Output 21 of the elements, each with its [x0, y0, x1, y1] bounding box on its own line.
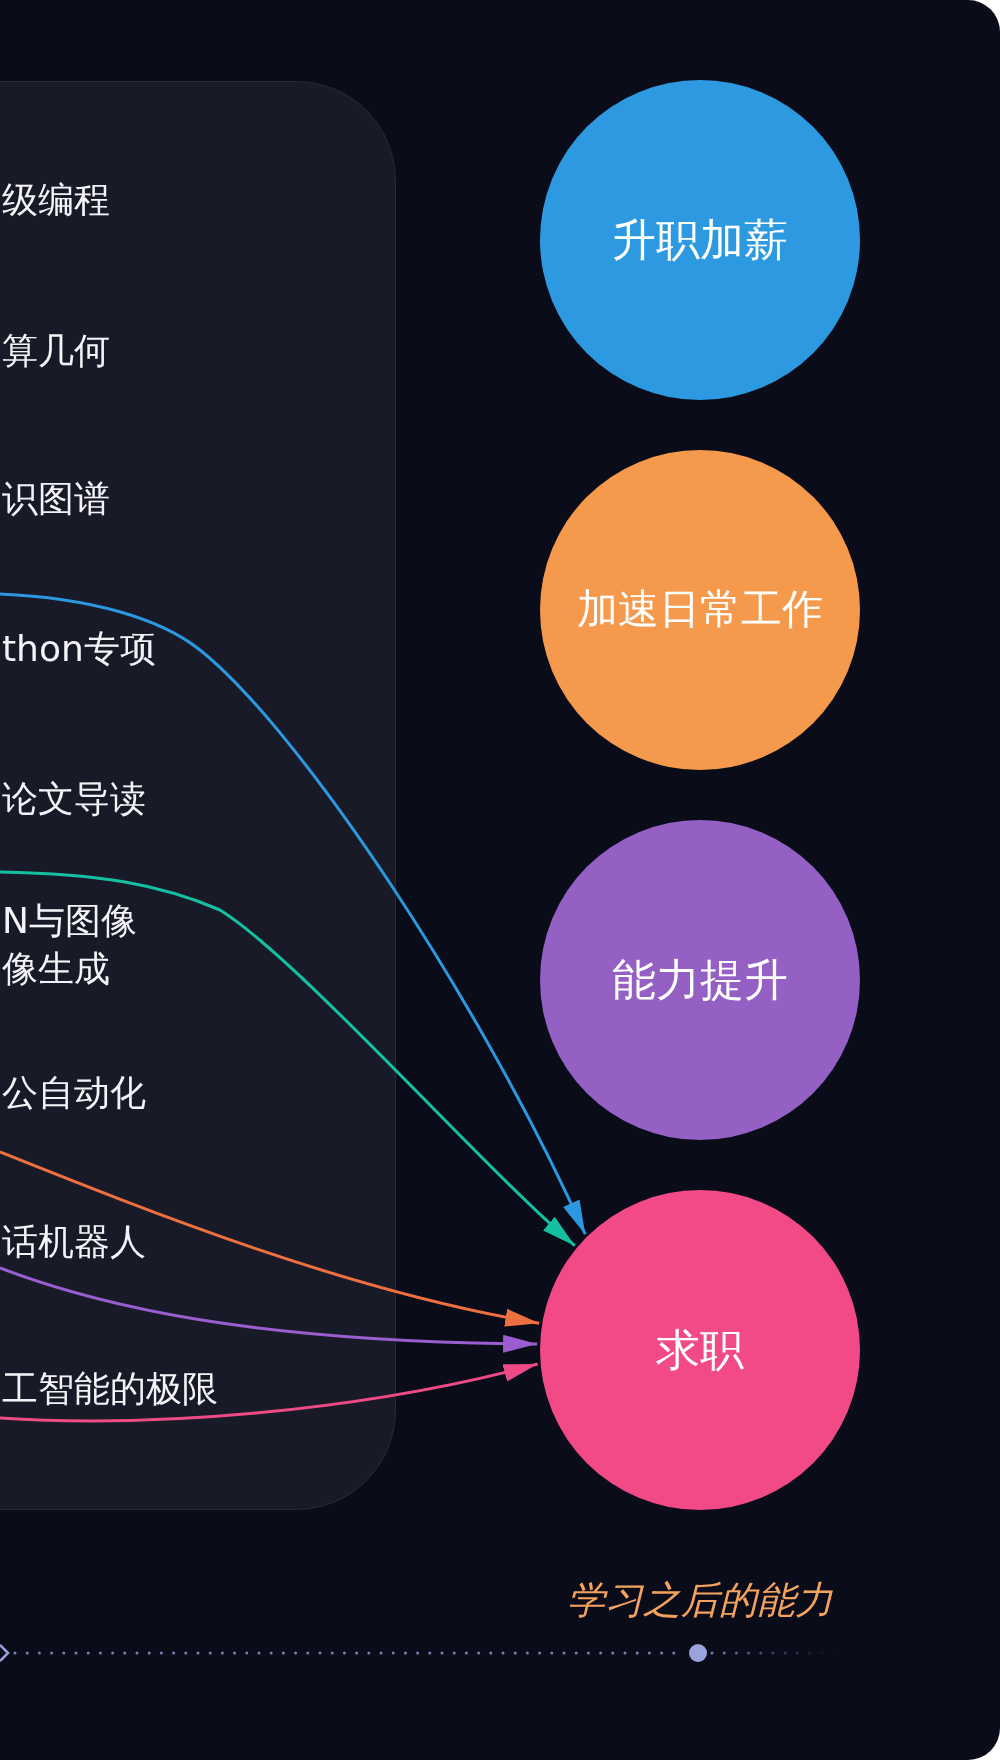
- arrow: [0, 1362, 538, 1423]
- arrow: [0, 592, 587, 1235]
- goal-label: 加速日常工作: [577, 585, 823, 635]
- arrow: [0, 1266, 538, 1353]
- goal-label: 升职加薪: [612, 213, 788, 267]
- course-title: 话机器人: [2, 1221, 146, 1263]
- course-title: 公自动化: [2, 1072, 146, 1114]
- course-title: 级编程: [2, 179, 110, 221]
- course-title: N与图像: [2, 900, 137, 942]
- course-title: 算几何: [2, 330, 110, 372]
- course-panel: [0, 81, 396, 1510]
- arrow: [0, 870, 576, 1247]
- goal-label: 能力提升: [612, 953, 788, 1007]
- course-title: 论文导读: [2, 778, 146, 820]
- course-title: 工智能的极限: [2, 1368, 218, 1410]
- course-title: thon专项: [2, 628, 156, 670]
- goal-label: 求职: [656, 1323, 744, 1377]
- timeline-caption: 学习之后的能力: [566, 1580, 834, 1622]
- arrow: [0, 1150, 540, 1326]
- course-title: 识图谱: [2, 478, 110, 520]
- course-title: 像生成: [2, 948, 110, 990]
